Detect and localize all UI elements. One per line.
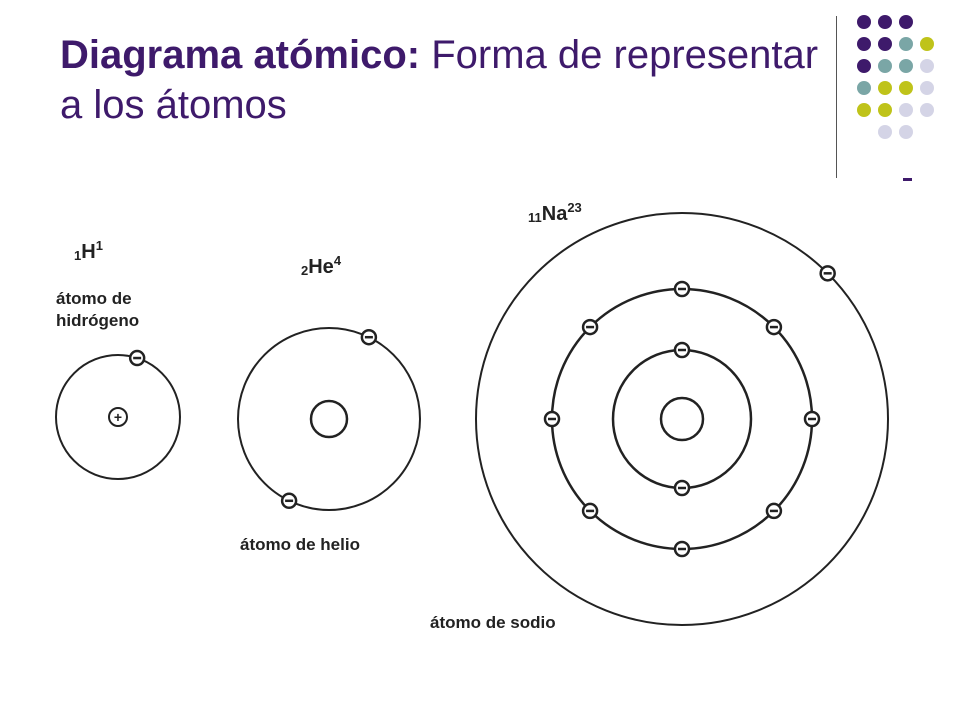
decor-dot (878, 37, 892, 51)
sodium-electron (765, 502, 783, 520)
hydrogen-notation: 1H1 (74, 238, 103, 263)
sodium-electron (673, 479, 691, 497)
title-divider-line (836, 16, 837, 178)
decorative-dot-grid (857, 15, 934, 139)
sodium-nucleus (659, 396, 705, 442)
sodium-mass-number: 23 (567, 200, 581, 215)
sodium-symbol: Na (542, 203, 568, 225)
decor-dot (878, 125, 892, 139)
decorative-dash (903, 178, 912, 181)
atom-sodium: 11Na23 átomo de sodio (430, 200, 889, 632)
slide-title-bold: Diagrama atómico: (60, 33, 421, 77)
decor-dot (857, 59, 871, 73)
decor-dot (878, 103, 892, 117)
decor-dot (920, 103, 934, 117)
helium-mass-number: 4 (334, 253, 342, 268)
sodium-electron (581, 318, 599, 336)
sodium-atomic-number: 11 (528, 210, 542, 225)
sodium-electron (543, 410, 561, 428)
sodium-notation: 11Na23 (528, 200, 582, 225)
hydrogen-atomic-number: 1 (74, 248, 81, 263)
helium-notation: 2He4 (301, 253, 342, 278)
helium-orbit (237, 327, 421, 511)
decor-dot (899, 125, 913, 139)
decor-dot (899, 59, 913, 73)
hydrogen-caption-line1: átomo de (56, 289, 132, 308)
sodium-electron (819, 265, 836, 282)
decor-dot (857, 81, 871, 95)
helium-nucleus (309, 399, 349, 439)
hydrogen-electron (128, 349, 146, 367)
slide-title: Diagrama atómico: Forma de representar a… (60, 30, 820, 130)
helium-electron (360, 328, 378, 346)
hydrogen-orbit (55, 354, 181, 480)
helium-electron (280, 492, 298, 510)
decor-dot (857, 15, 871, 29)
decor-dot (878, 59, 892, 73)
decor-dot (899, 103, 913, 117)
atom-hydrogen: 1H1 átomo de hidrógeno + (55, 238, 181, 480)
decor-dot (878, 81, 892, 95)
sodium-electron (673, 341, 691, 359)
hydrogen-nucleus: + (108, 407, 128, 427)
decor-dot (857, 103, 871, 117)
helium-atomic-number: 2 (301, 263, 308, 278)
decor-dot (899, 15, 913, 29)
decor-dot (857, 37, 871, 51)
helium-caption: átomo de helio (240, 535, 360, 554)
sodium-electron (673, 280, 691, 298)
sodium-outer-orbit (475, 212, 889, 626)
decor-dot (920, 59, 934, 73)
hydrogen-mass-number: 1 (96, 238, 103, 253)
sodium-electron (673, 540, 691, 558)
decor-dot (920, 81, 934, 95)
hydrogen-caption-line2: hidrógeno (56, 311, 139, 330)
atom-helium: 2He4 átomo de helio (237, 253, 421, 554)
slide-title-rest: Forma de representar a los átomos (60, 33, 819, 127)
sodium-electron (803, 410, 821, 428)
decor-dot (878, 15, 892, 29)
sodium-electron (765, 318, 783, 336)
decor-dot (899, 37, 913, 51)
decor-dot (920, 37, 934, 51)
decor-dot (899, 81, 913, 95)
sodium-caption: átomo de sodio (430, 613, 556, 632)
helium-symbol: He (308, 256, 334, 278)
hydrogen-symbol: H (81, 241, 95, 263)
sodium-electron (581, 502, 599, 520)
hydrogen-nucleus-symbol: + (114, 409, 122, 425)
